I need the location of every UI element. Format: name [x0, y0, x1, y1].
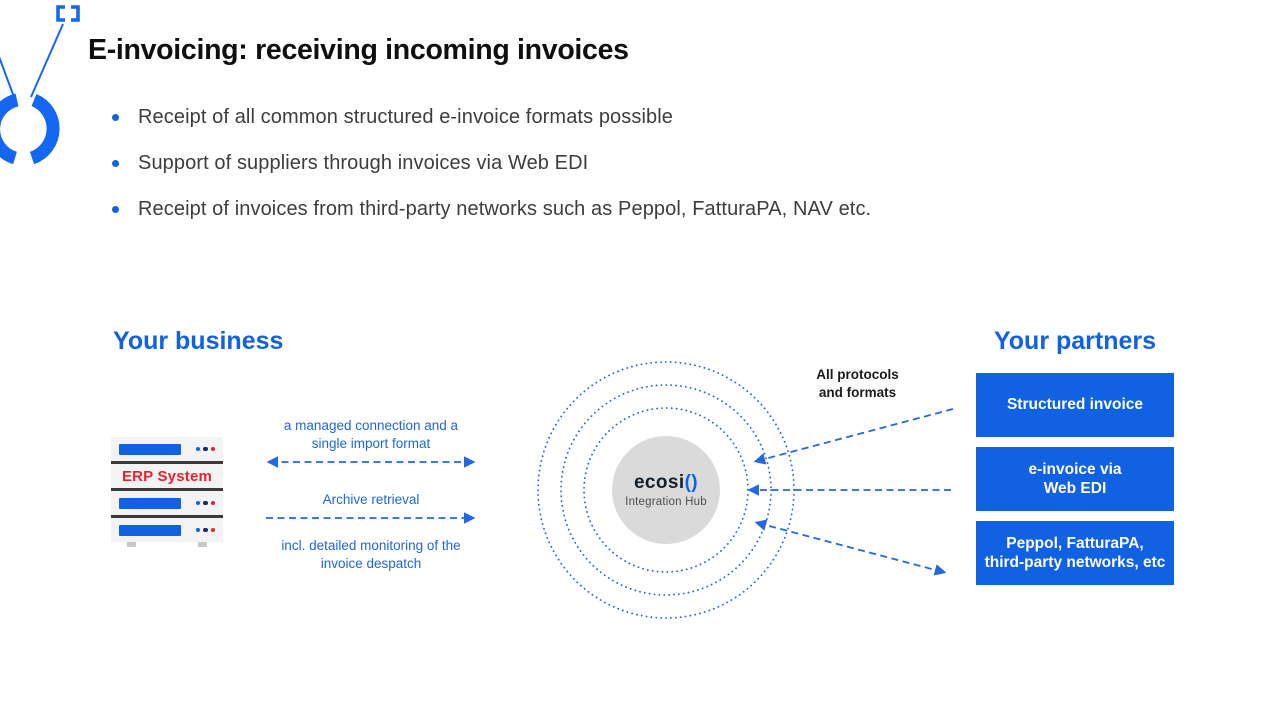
erp-rack-unit: [111, 518, 223, 542]
bullet-dot-icon: [112, 160, 119, 167]
logo-paren-right: [29, 94, 60, 165]
bullet-list: Receipt of all common structured e-invoi…: [112, 106, 1092, 244]
bullet-text: Receipt of invoices from third-party net…: [138, 198, 872, 220]
partner-box-e-invoice-web-edi: e-invoice via Web EDI: [976, 447, 1174, 511]
logo-paren-left: [0, 93, 19, 165]
erp-separator: [111, 461, 223, 464]
erp-rack-unit: ERP System: [111, 464, 223, 488]
partner-box-structured-invoice: Structured invoice: [976, 373, 1174, 437]
bullet-text: Receipt of all common structured e-invoi…: [138, 106, 674, 128]
hub-brand-text: ecosi: [633, 471, 685, 493]
bullet-item: Receipt of all common structured e-invoi…: [112, 106, 1092, 128]
erp-feet: [111, 542, 223, 547]
erp-status-leds: [195, 527, 215, 533]
hub-subtitle: Integration Hub: [625, 495, 707, 508]
bullet-item: Receipt of invoices from third-party net…: [112, 198, 1092, 220]
erp-server-icon: ERP System: [111, 437, 223, 547]
erp-rack-unit: [111, 437, 223, 461]
ecosio-logo-icon: [0, 5, 80, 165]
your-partners-heading: Your partners: [993, 327, 1157, 355]
partner-box-third-party-networks: Peppol, FatturaPA, third-party networks,…: [976, 521, 1174, 585]
logo-line-left: [0, 56, 15, 98]
integration-hub: ecosi() Integration Hub: [612, 436, 720, 544]
arrow-third-party-networks: [754, 519, 947, 576]
erp-separator: [111, 515, 223, 518]
bullet-dot-icon: [112, 206, 119, 213]
erp-drive-bar: [119, 497, 181, 509]
partners-column: Your partners Structured invoice e-invoi…: [976, 326, 1174, 595]
erp-label: ERP System: [121, 467, 213, 485]
erp-drive-bar: [119, 524, 181, 536]
your-business-heading: Your business: [113, 327, 284, 355]
erp-status-leds: [195, 446, 215, 452]
monitoring-note-label: incl. detailed monitoring of the invoice…: [281, 538, 461, 571]
archive-retrieval-label: Archive retrieval: [322, 492, 420, 507]
slide-title: E-invoicing: receiving incoming invoices: [88, 34, 629, 66]
logo-line-right: [30, 23, 64, 98]
logo-bracket-left: [56, 5, 65, 22]
hub-brand-parens-icon: (): [684, 471, 699, 493]
logo-bracket-right: [71, 5, 80, 22]
hub-brand: ecosi(): [633, 471, 699, 493]
bullet-dot-icon: [112, 114, 119, 121]
erp-status-leds: [195, 500, 215, 506]
managed-connection-label: a managed connection and a single import…: [283, 418, 459, 451]
arrow-structured-invoice: [753, 408, 954, 465]
erp-drive-bar: [119, 443, 181, 455]
erp-rack-unit: [111, 491, 223, 515]
all-protocols-label: All protocols and formats: [816, 367, 899, 400]
bullet-item: Support of suppliers through invoices vi…: [112, 152, 1092, 174]
bullet-text: Support of suppliers through invoices vi…: [138, 152, 589, 174]
erp-separator: [111, 488, 223, 491]
